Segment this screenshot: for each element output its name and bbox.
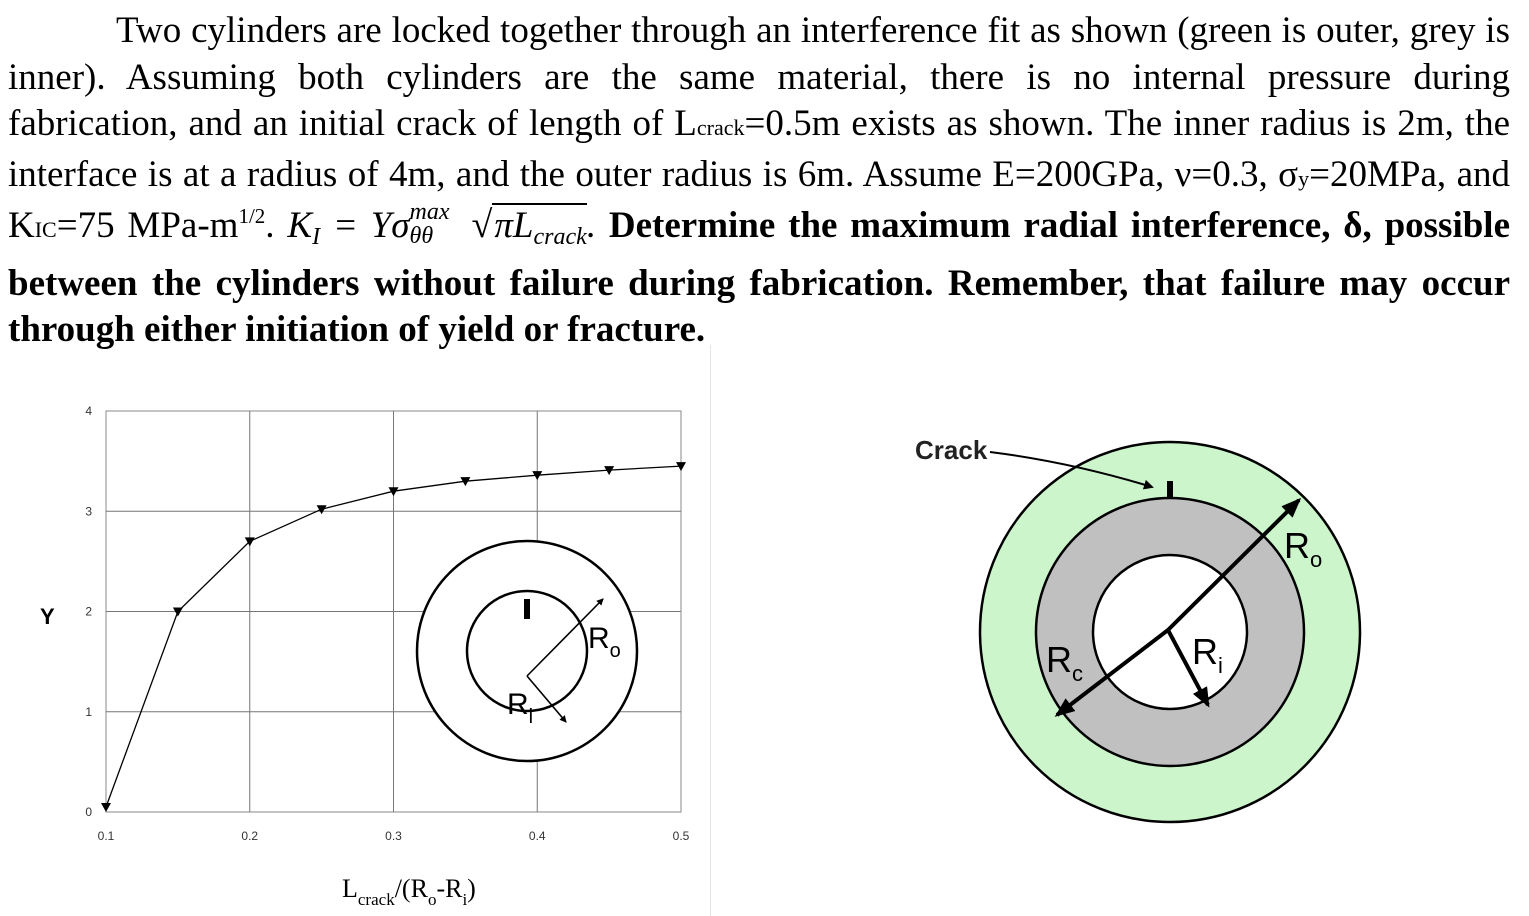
- y-tick-label: 1: [85, 705, 92, 719]
- data-point: [532, 471, 543, 481]
- y-factor-chart: 0 1 2 3 4 0.1 0.2 0.3 0.4 0.5 Y Lcrack/(Ro-Ri) R…: [40, 404, 690, 909]
- yield-subscript: y: [1298, 165, 1310, 191]
- ro-arrow: [1166, 497, 1302, 632]
- statement-part-5: .: [265, 205, 288, 246]
- exponent: 1/2: [238, 204, 266, 228]
- statement-part-2: =0.5m exists as shown. The inner radius …: [8, 103, 1511, 195]
- x-tick-label: 0.2: [241, 829, 258, 843]
- inset-ri-label: Ri: [507, 688, 533, 728]
- x-tick-label: 0.1: [98, 829, 115, 843]
- x-tick-labels: 0.1 0.2 0.3 0.4 0.5: [98, 829, 690, 843]
- problem-statement: Two cylinders are locked together throug…: [8, 8, 1510, 354]
- eq-root: √: [471, 204, 493, 246]
- data-point: [460, 477, 471, 487]
- inset-inner-circle: [465, 589, 589, 713]
- rc-label: Rc: [1046, 639, 1083, 686]
- data-point: [676, 462, 686, 472]
- inset-crack-mark: [524, 599, 530, 619]
- question-bold: Determine the maximum radial interferenc…: [8, 205, 1511, 350]
- data-point: [388, 487, 399, 497]
- kic-subscript: IC: [34, 217, 57, 242]
- x-tick-label: 0.3: [385, 829, 402, 843]
- y-series: [101, 462, 686, 812]
- crack-label: Crack: [915, 435, 988, 465]
- eq-sigma: σ: [391, 205, 410, 246]
- eq-k-sub: I: [312, 224, 321, 250]
- rc-arrow: [1054, 628, 1170, 717]
- statement-part-1: Two cylinders are locked together throug…: [8, 10, 1510, 144]
- eq-pi-l: πL: [494, 205, 534, 246]
- data-point: [172, 607, 183, 617]
- figure-divider: [710, 345, 711, 916]
- x-tick-label: 0.4: [529, 829, 546, 843]
- cylinder-diagram: Crack Ro Rc Ri: [915, 435, 1362, 824]
- crack-pointer-arrow: [989, 451, 1154, 490]
- eq-equals-y: = Y: [320, 205, 392, 246]
- y-tick-label: 3: [85, 504, 92, 518]
- y-axis-label: Y: [40, 604, 55, 629]
- eq-k: K: [287, 205, 313, 246]
- data-point: [604, 466, 615, 476]
- data-point: [244, 537, 255, 547]
- inset-ro-arrow: [526, 598, 604, 677]
- y-tick-labels: 0 1 2 3 4: [85, 404, 92, 819]
- crack-subscript: crack: [696, 115, 745, 140]
- statement-part-4: =75 MPa-m: [56, 205, 239, 246]
- x-axis-label: Lcrack/(Ro-Ri): [342, 874, 476, 909]
- eq-end: .: [586, 205, 597, 246]
- inset-cylinder-diagram: Ro Ri: [415, 539, 639, 763]
- y-tick-label: 2: [85, 605, 92, 619]
- eq-sigma-sub: θθ: [409, 223, 434, 249]
- crack-mark: [1167, 481, 1173, 499]
- statement-part-3: =20MPa, and K: [8, 153, 1510, 247]
- eq-sigma-sup: max: [409, 199, 450, 225]
- x-tick-label: 0.5: [673, 829, 690, 843]
- y-tick-label: 4: [85, 404, 92, 418]
- ro-label: Ro: [1284, 525, 1322, 572]
- ri-label: Ri: [1192, 631, 1223, 678]
- ri-arrow: [1166, 629, 1210, 708]
- eq-radicand: πLcrack: [492, 203, 587, 250]
- y-tick-label: 0: [85, 805, 92, 819]
- inset-ri-arrow: [526, 675, 567, 723]
- data-point: [101, 802, 111, 812]
- data-point: [316, 505, 327, 515]
- eq-crack-sub: crack: [533, 224, 587, 250]
- inset-ro-label: Ro: [588, 622, 621, 662]
